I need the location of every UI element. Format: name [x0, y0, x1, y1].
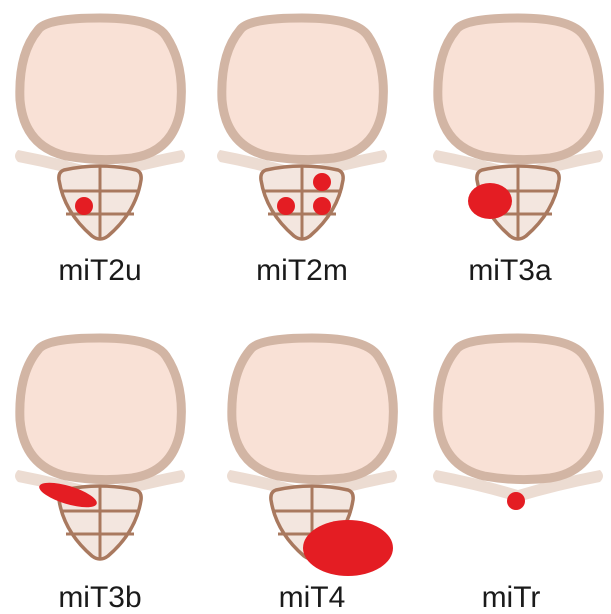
prostate — [261, 166, 343, 239]
panel-label: miT4 — [212, 583, 412, 613]
tumor-lesion — [277, 197, 295, 215]
panel-mitr — [433, 338, 603, 510]
tumor-lesion — [313, 197, 331, 215]
panel-mit3b — [15, 338, 185, 559]
tumor-lesion — [468, 183, 512, 219]
panel-mit3a — [433, 18, 603, 239]
recurrence-lesion — [507, 492, 525, 510]
bladder — [20, 18, 182, 160]
tumor-lesion — [303, 520, 393, 576]
panel-mit4 — [227, 338, 397, 576]
panel-label: miT3a — [410, 256, 610, 286]
prostate — [59, 166, 141, 239]
bladder — [232, 338, 394, 480]
panel-label: miTr — [411, 583, 611, 613]
bladder — [20, 338, 182, 480]
tumor-lesion — [75, 197, 93, 215]
lesion-group — [468, 183, 512, 219]
bladder — [438, 18, 600, 160]
bladder — [222, 18, 384, 160]
tumor-lesion — [313, 173, 331, 191]
panel-label: miT2m — [202, 256, 402, 286]
lesion-group — [507, 492, 525, 510]
panel-label: miT2u — [0, 256, 200, 286]
panel-label: miT3b — [0, 583, 200, 613]
bladder — [438, 338, 600, 480]
panel-mit2m — [217, 18, 387, 239]
panel-mit2u — [15, 18, 185, 239]
lesion-group — [75, 197, 93, 215]
lesion-group — [303, 520, 393, 576]
